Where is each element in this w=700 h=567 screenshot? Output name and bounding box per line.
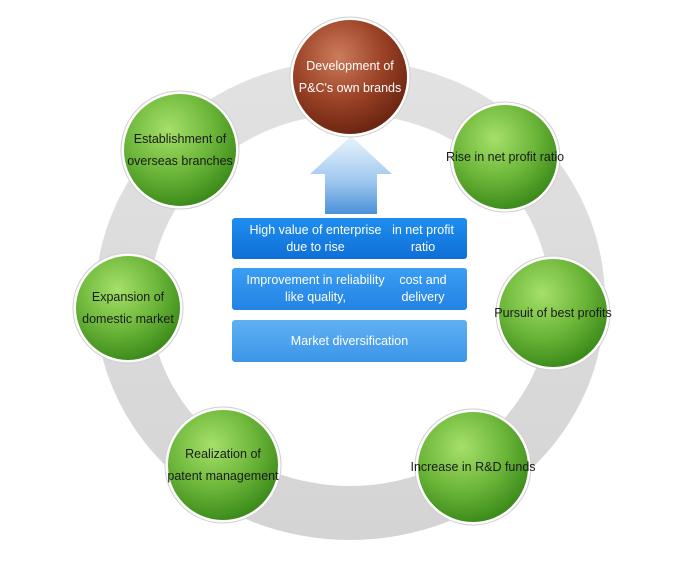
node-label: Expansion of xyxy=(92,290,165,304)
center-box-text: cost and delivery xyxy=(399,273,447,304)
node-circle xyxy=(168,410,278,520)
node-label: Development of xyxy=(306,59,394,73)
node-label: Rise in net profit ratio xyxy=(446,150,564,164)
center-box-reliability: Improvement in reliability like quality,… xyxy=(232,268,467,310)
node-circle xyxy=(453,105,557,209)
center-box-text: Market diversification xyxy=(290,333,409,348)
node-development-of-brands: Development of P&C's own brands xyxy=(289,16,411,138)
center-box-enterprise-value: High value of enterprise due to rise in n… xyxy=(232,218,467,259)
node-expansion-of-domestic-market: Expansion of domestic market xyxy=(72,252,184,364)
node-label: Increase in R&D funds xyxy=(410,460,535,474)
node-circle xyxy=(124,94,236,206)
node-label: patent management xyxy=(167,469,279,483)
node-label: overseas branches xyxy=(127,154,233,168)
center-box-market-diversification: Market diversification xyxy=(232,320,467,362)
node-circle xyxy=(76,256,180,360)
node-realization-of-patent-management: Realization of patent management xyxy=(164,406,282,524)
node-label: Realization of xyxy=(185,447,261,461)
node-increase-in-rd-funds: Increase in R&D funds xyxy=(410,408,536,526)
center-box-text: High value of enterprise due to rise xyxy=(249,222,382,254)
node-circle xyxy=(499,259,607,367)
center-box-text: Improvement in reliability like quality, xyxy=(246,273,385,304)
up-arrow-icon xyxy=(310,136,392,214)
node-pursuit-of-best-profits: Pursuit of best profits xyxy=(494,255,612,371)
center-box-text: in net profit ratio xyxy=(392,222,454,254)
node-label: domestic market xyxy=(82,312,174,326)
node-establishment-of-overseas-branches: Establishment of overseas branches xyxy=(120,90,240,210)
node-circle xyxy=(293,20,407,134)
node-rise-in-net-profit-ratio: Rise in net profit ratio xyxy=(446,101,564,213)
node-label: P&C's own brands xyxy=(299,81,401,95)
node-label: Pursuit of best profits xyxy=(494,306,611,320)
node-circle xyxy=(418,412,528,522)
node-label: Establishment of xyxy=(134,132,227,146)
